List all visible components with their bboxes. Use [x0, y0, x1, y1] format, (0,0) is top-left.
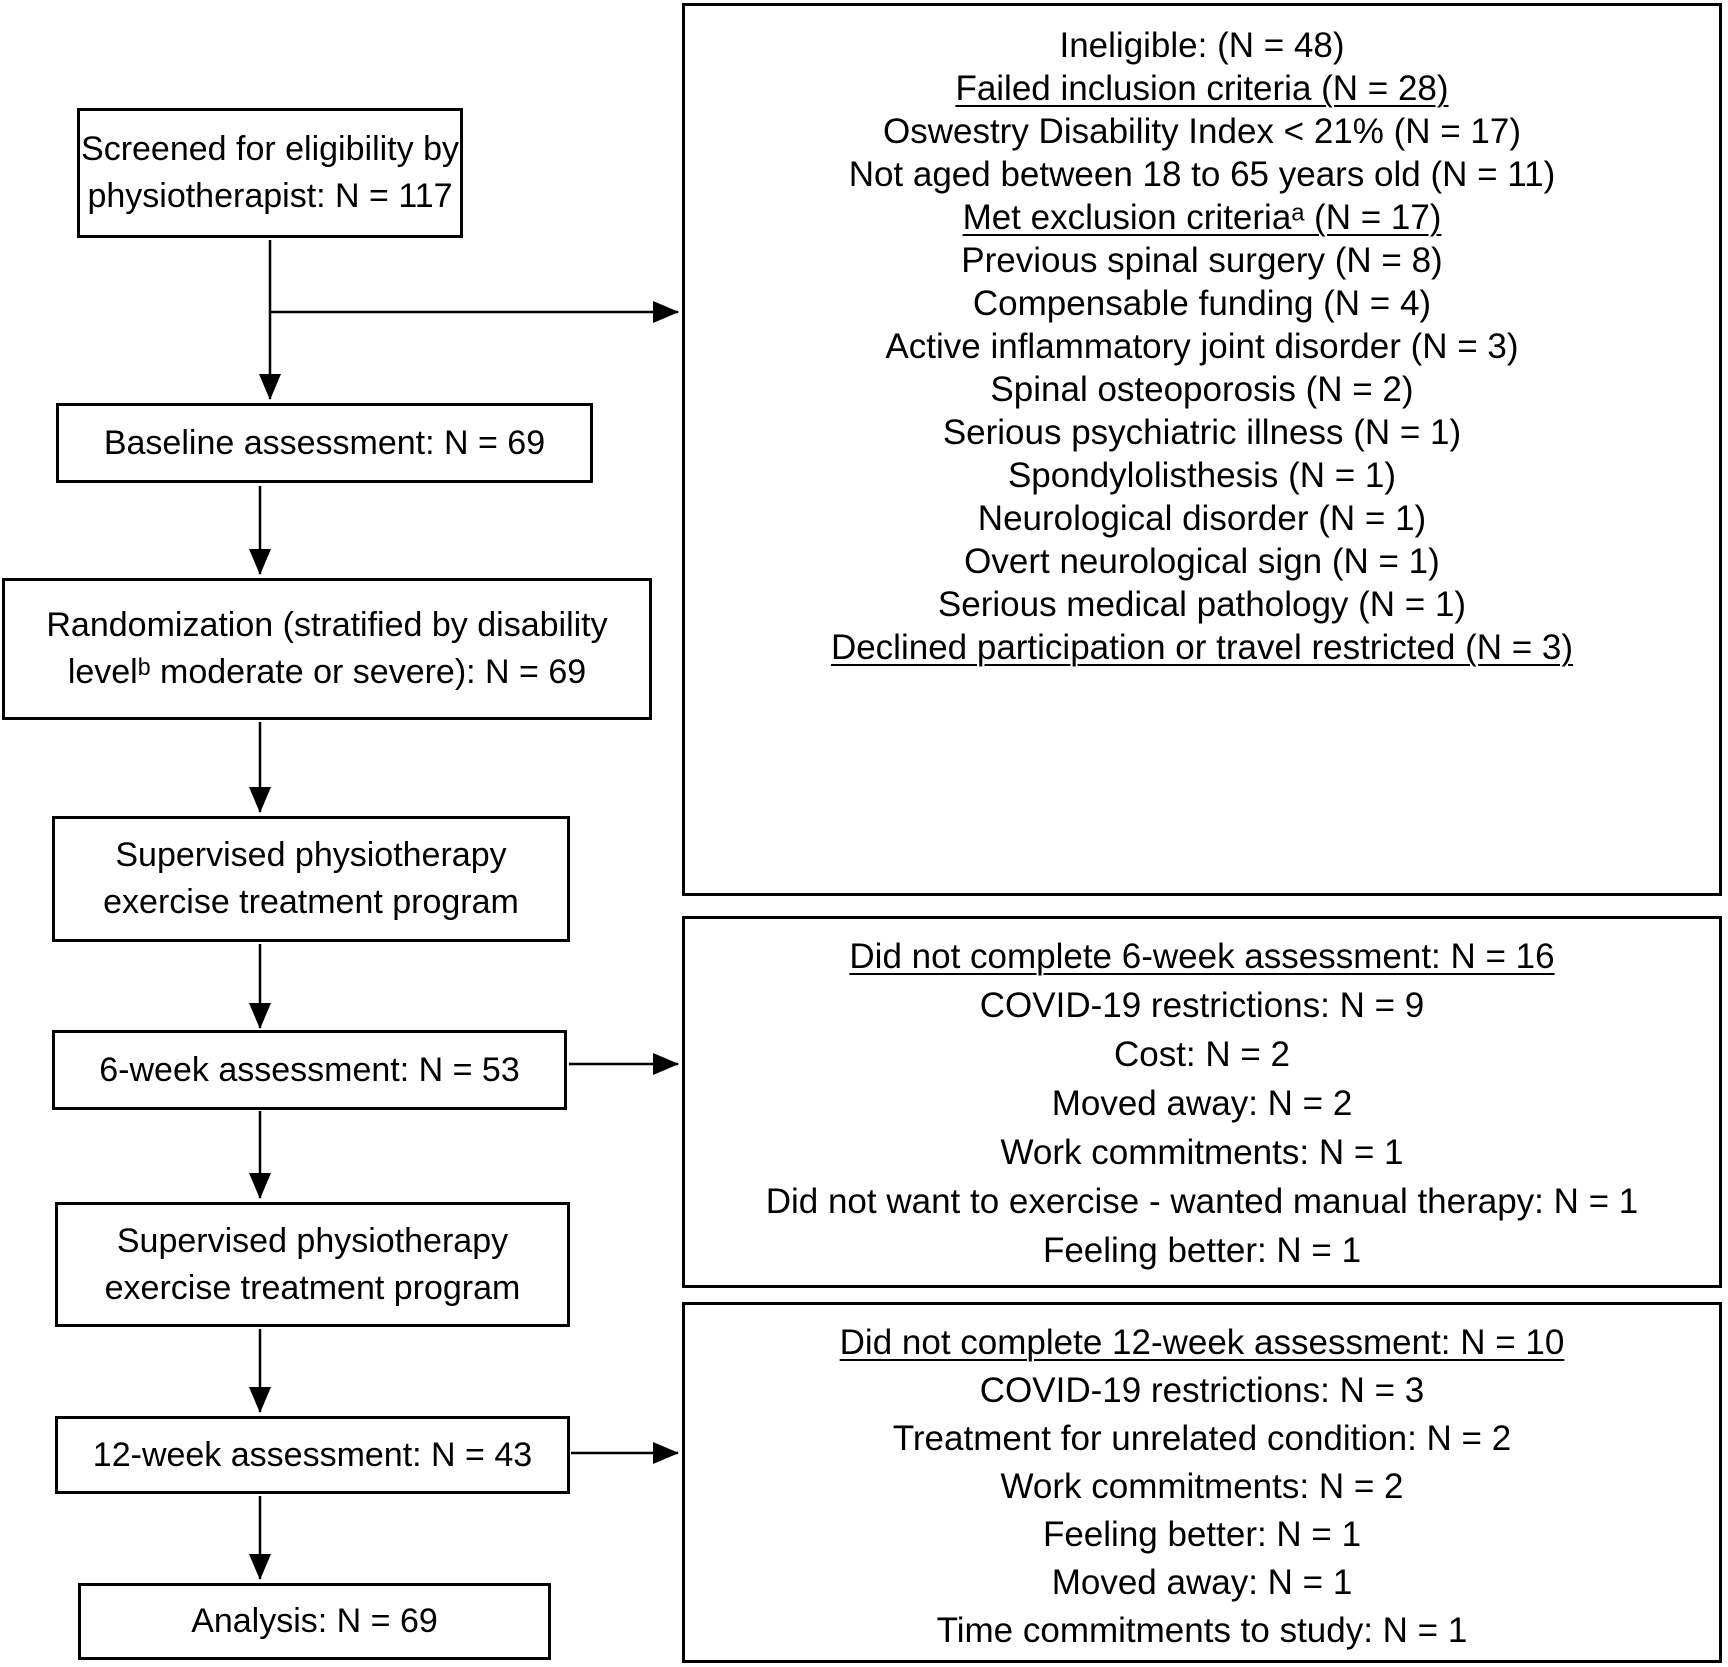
box-screened-line: physiotherapist: N = 117	[87, 177, 453, 215]
met-exclusion-item: Overt neurological sign (N = 1)	[964, 542, 1440, 581]
box-dropout-12-week: Did not complete 12-week assessment: N =…	[682, 1302, 1722, 1663]
dropout-12-week-item: Time commitments to study: N = 1	[936, 1611, 1468, 1650]
met-exclusion-item: Compensable funding (N = 4)	[972, 284, 1432, 323]
met-exclusion-item: Serious psychiatric illness (N = 1)	[942, 413, 1462, 452]
dropout-6-week-heading: Did not complete 6-week assessment: N = …	[849, 937, 1555, 976]
box-analysis: Analysis: N = 69	[78, 1583, 551, 1660]
box-12-week-assessment-line: 12-week assessment: N = 43	[92, 1435, 533, 1474]
box-exercise-program-1-line: exercise treatment program	[103, 883, 519, 921]
box-baseline-line: Baseline assessment: N = 69	[103, 423, 546, 462]
declined-participation-heading: Declined participation or travel restric…	[830, 628, 1574, 667]
box-exercise-program-1: Supervised physiotherapy exercise treatm…	[52, 816, 570, 942]
box-randomization: Randomization (stratified by disability …	[2, 578, 652, 720]
dropout-12-week-item: COVID-19 restrictions: N = 3	[979, 1371, 1425, 1410]
box-screened: Screened for eligibility by physiotherap…	[77, 108, 463, 238]
box-6-week-assessment-line: 6-week assessment: N = 53	[99, 1050, 520, 1089]
ineligible-title: Ineligible: (N = 48)	[1059, 26, 1345, 65]
dropout-12-week-item: Work commitments: N = 2	[1000, 1467, 1404, 1506]
met-exclusion-heading: Met exclusion criteriaᵃ (N = 17)	[962, 198, 1442, 237]
box-analysis-line: Analysis: N = 69	[191, 1602, 438, 1640]
box-dropout-6-week: Did not complete 6-week assessment: N = …	[682, 916, 1722, 1288]
box-randomization-line: levelᵇ moderate or severe): N = 69	[67, 653, 587, 691]
dropout-6-week-item: COVID-19 restrictions: N = 9	[979, 986, 1425, 1025]
dropout-6-week-item: Cost: N = 2	[1113, 1035, 1291, 1074]
met-exclusion-item: Spondylolisthesis (N = 1)	[1007, 456, 1397, 495]
failed-inclusion-item: Not aged between 18 to 65 years old (N =…	[848, 155, 1556, 194]
dropout-12-week-item: Moved away: N = 1	[1051, 1563, 1353, 1602]
box-exercise-program-2-line: Supervised physiotherapy	[116, 1221, 509, 1260]
dropout-6-week-item: Feeling better: N = 1	[1042, 1231, 1362, 1270]
dropout-12-week-item: Feeling better: N = 1	[1042, 1515, 1362, 1554]
dropout-6-week-item: Moved away: N = 2	[1051, 1084, 1353, 1123]
dropout-12-week-heading: Did not complete 12-week assessment: N =…	[839, 1323, 1565, 1362]
failed-inclusion-heading: Failed inclusion criteria (N = 28)	[955, 69, 1449, 108]
box-12-week-assessment: 12-week assessment: N = 43	[55, 1416, 570, 1494]
met-exclusion-item: Spinal osteoporosis (N = 2)	[990, 370, 1414, 409]
box-baseline: Baseline assessment: N = 69	[56, 403, 593, 483]
box-screened-line: Screened for eligibility by	[81, 130, 459, 168]
met-exclusion-item: Neurological disorder (N = 1)	[977, 499, 1427, 538]
box-ineligible: Ineligible: (N = 48) Failed inclusion cr…	[682, 3, 1722, 896]
met-exclusion-item: Serious medical pathology (N = 1)	[937, 585, 1467, 624]
met-exclusion-item: Previous spinal surgery (N = 8)	[961, 241, 1443, 280]
box-exercise-program-1-line: Supervised physiotherapy	[115, 836, 507, 874]
dropout-6-week-item: Work commitments: N = 1	[1000, 1133, 1404, 1172]
box-exercise-program-2: Supervised physiotherapy exercise treatm…	[55, 1202, 570, 1327]
dropout-6-week-item: Did not want to exercise - wanted manual…	[765, 1182, 1639, 1221]
box-randomization-line: Randomization (stratified by disability	[46, 606, 608, 644]
dropout-12-week-item: Treatment for unrelated condition: N = 2	[892, 1419, 1512, 1458]
failed-inclusion-item: Oswestry Disability Index < 21% (N = 17)	[882, 112, 1521, 151]
met-exclusion-item: Active inflammatory joint disorder (N = …	[885, 327, 1519, 366]
box-6-week-assessment: 6-week assessment: N = 53	[52, 1030, 567, 1110]
box-exercise-program-2-line: exercise treatment program	[104, 1268, 521, 1307]
